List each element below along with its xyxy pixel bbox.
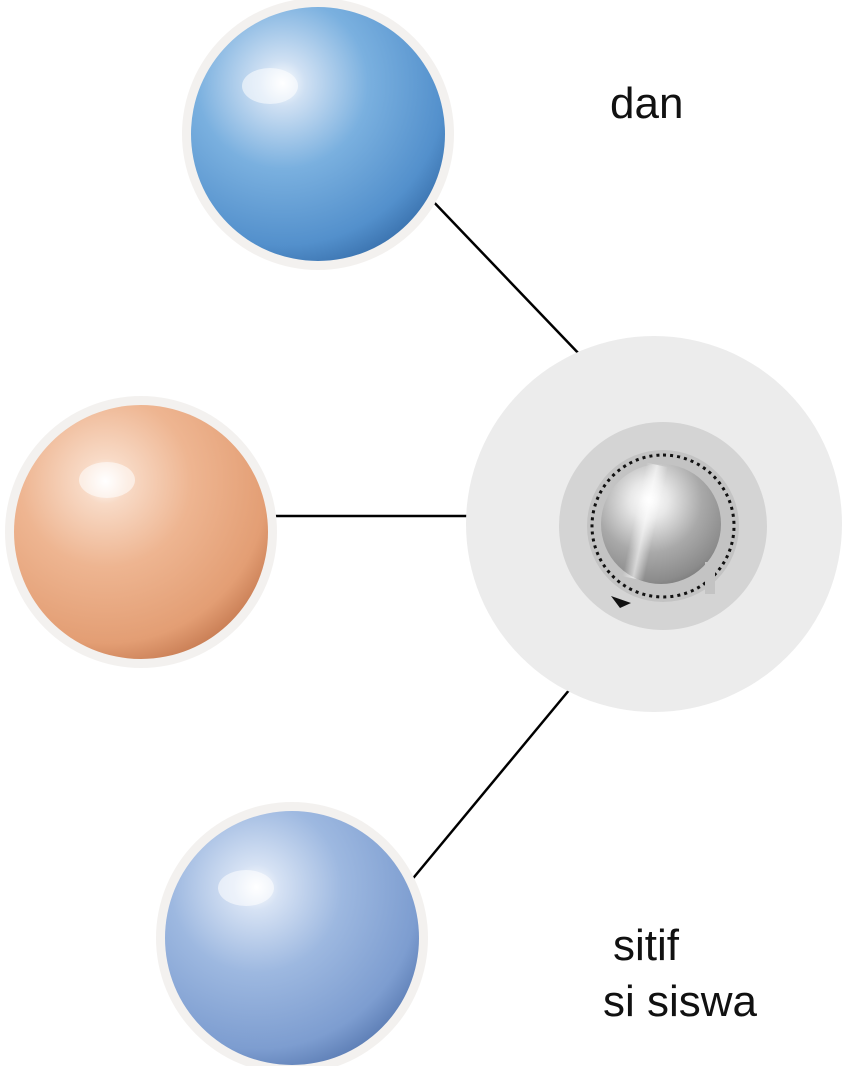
- connector-top: [427, 195, 605, 381]
- sphere-middle: [5, 396, 277, 668]
- central-hub: [466, 336, 842, 712]
- sphere-top: [182, 0, 454, 270]
- label-top-partial: dan: [610, 79, 684, 128]
- sphere-bottom: [156, 802, 428, 1066]
- label-bottom-partial-line2: si siswa: [603, 977, 758, 1026]
- label-bottom-partial-line1: sitif: [613, 921, 679, 970]
- rotating-knob-icon: [590, 453, 736, 608]
